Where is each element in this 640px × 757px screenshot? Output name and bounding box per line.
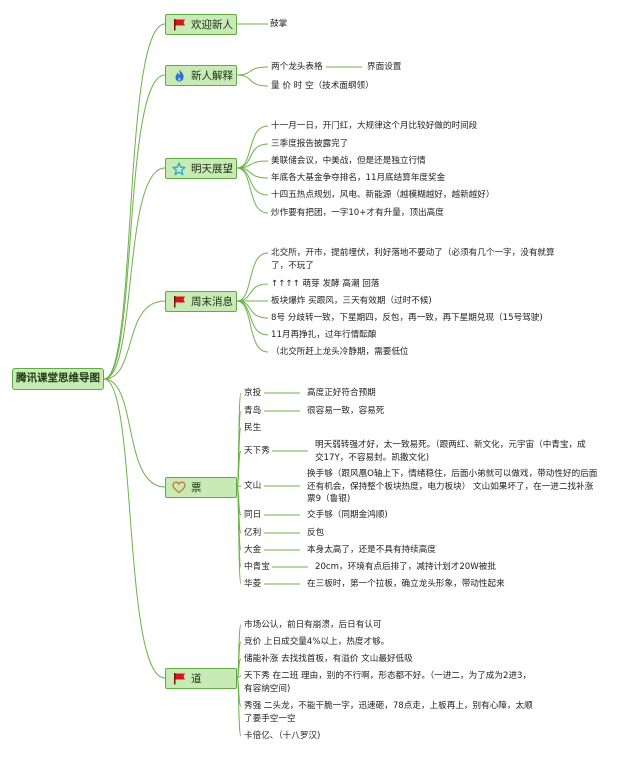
branch-leaf-connector bbox=[236, 125, 269, 169]
leaf-item[interactable]: 美联储会议，中美战，但是还是独立行情 bbox=[271, 156, 426, 166]
star-icon bbox=[172, 161, 186, 176]
red-flag-icon bbox=[172, 18, 186, 32]
root-branch-connector bbox=[103, 378, 166, 679]
leaf-item[interactable]: 天下秀 在二班 理由，别的不行啊，形态都不好。（一进二，为了成为2进3，有容纳空… bbox=[244, 671, 532, 694]
branch-leaf-connector bbox=[236, 74, 269, 87]
leaf-item[interactable]: 市场公认，前日有崩溃，后日有认可 bbox=[244, 620, 382, 630]
branch-stocks[interactable]: 票 bbox=[165, 477, 237, 498]
stock-name[interactable]: 青岛 bbox=[244, 406, 262, 416]
leaf-item[interactable]: 竞价 上日成交量4%以上，热度才够。 bbox=[244, 637, 390, 647]
root-branch-connector bbox=[103, 167, 166, 380]
branch-label: 道 bbox=[191, 673, 202, 685]
leaf-subitem[interactable]: 界面设置 bbox=[367, 62, 402, 72]
stock-note[interactable]: 明天弱转强才好，太一致易死。（跟两红、新文化，元宇宙（中青宝，成交17Y，不容易… bbox=[315, 440, 586, 463]
branch-label: 周末消息 bbox=[191, 296, 233, 308]
red-flag-icon bbox=[172, 672, 186, 686]
root-branch-connector bbox=[103, 300, 166, 380]
branch-weekend-news[interactable]: 周末消息 bbox=[165, 291, 237, 312]
leaf-item[interactable]: 北交所，开市，提前埋伏，利好落地不要动了（必须有几个一字，没有就算了，不玩了 bbox=[271, 248, 555, 271]
branch-leaf-connector bbox=[236, 300, 269, 319]
leaf-item[interactable]: 三季度报告披露完了 bbox=[271, 139, 349, 149]
root-node[interactable]: 腾讯课堂思维导图 bbox=[12, 368, 104, 390]
root-branch-connector bbox=[103, 74, 166, 380]
branch-leaf-connector bbox=[236, 300, 269, 353]
root-branch-connector bbox=[103, 23, 166, 380]
leaf-item[interactable]: 板块爆炸 买跟风，三天有效期（过时不候) bbox=[271, 296, 432, 306]
leaf-item[interactable]: ↑↑↑↑ 萌芽 发酵 高潮 回落 bbox=[271, 279, 380, 289]
leaf-item[interactable]: 两个龙头表格 bbox=[271, 62, 323, 72]
stock-name[interactable]: 大金 bbox=[244, 545, 262, 555]
branch-leaf-connector bbox=[236, 677, 242, 737]
leaf-item[interactable]: 十一月一日，开门红，大规律这个月比较好做的时间段 bbox=[271, 121, 478, 131]
stock-note[interactable]: 反包 bbox=[307, 528, 325, 538]
branch-leaf-connector bbox=[236, 450, 242, 488]
stock-name[interactable]: 文山 bbox=[244, 481, 262, 491]
branch-dao[interactable]: 道 bbox=[165, 668, 237, 689]
stock-note[interactable]: 在三板时，第一个拉板，确立龙头形象，带动性起来 bbox=[307, 579, 505, 589]
stock-note[interactable]: 20cm，环境有点后排了，减持计划才20W被批 bbox=[315, 562, 496, 572]
stock-note[interactable]: 很容易一致，容易死 bbox=[307, 406, 385, 416]
stock-name[interactable]: 华菱 bbox=[244, 579, 262, 589]
leaf-item[interactable]: 鼓掌 bbox=[270, 19, 288, 29]
red-flag-icon bbox=[172, 295, 186, 309]
branch-tomorrow-outlook[interactable]: 明天展望 bbox=[165, 158, 237, 179]
leaf-item[interactable]: 秀强 二头龙，不能干脆一字，迅速砸，78点走，上板再上，别有心障，太顺了要手空一… bbox=[244, 701, 533, 724]
stock-note[interactable]: 换手够（跟风凰O轴上下，情绪稳住，后面小弟就可以做戏，带动性好的后面还有机会，保… bbox=[307, 469, 598, 504]
branch-leaf-connector bbox=[236, 167, 269, 196]
branch-welcome[interactable]: 欢迎新人 bbox=[165, 14, 237, 35]
branch-label: 新人解释 bbox=[191, 70, 233, 82]
branch-leaf-connector bbox=[236, 143, 269, 169]
stock-name[interactable]: 京投 bbox=[244, 388, 262, 398]
branch-label: 票 bbox=[191, 482, 202, 494]
branch-leaf-connector bbox=[236, 252, 269, 302]
branch-label: 明天展望 bbox=[191, 163, 233, 175]
leaf-item[interactable]: 量 价 时 空（技术面纲领） bbox=[271, 81, 374, 91]
branch-leaf-connector bbox=[236, 167, 269, 214]
root-branch-connector bbox=[103, 378, 166, 488]
leaf-item[interactable]: 卡倍亿、（十八罗汉) bbox=[244, 731, 321, 741]
leaf-item[interactable]: 储能补涨 去找找首板，有溢价 文山最好低吸 bbox=[244, 654, 413, 664]
leaf-item[interactable]: 8号 分歧转一致，下星期四，反包，再一致，再下星期兑现（15号驾驶) bbox=[271, 313, 543, 323]
stock-note[interactable]: 本身太高了，还是不具有持续高度 bbox=[307, 545, 436, 555]
stock-note[interactable]: 高度正好符合预期 bbox=[307, 388, 376, 398]
branch-leaf-connector bbox=[236, 486, 242, 585]
branch-label: 欢迎新人 bbox=[191, 19, 233, 31]
leaf-item[interactable]: 炒作要有把团，一字10+才有升量，顶出高度 bbox=[271, 208, 444, 218]
leaf-item[interactable]: （北交所赶上龙头冷静期，需要低位 bbox=[271, 347, 409, 357]
stock-note[interactable]: 交手够（同期金鸿顺) bbox=[307, 510, 388, 520]
stock-name[interactable]: 同日 bbox=[244, 510, 262, 520]
flame-icon bbox=[172, 69, 186, 83]
stock-name[interactable]: 亿利 bbox=[244, 528, 262, 538]
branch-newcomer-explain[interactable]: 新人解释 bbox=[165, 65, 237, 86]
leaf-item[interactable]: 十四五热点规划，风电、新能源（越模糊越好，越新越好） bbox=[271, 190, 495, 200]
branch-leaf-connector bbox=[236, 283, 269, 302]
heart-icon bbox=[172, 481, 186, 495]
branch-leaf-connector bbox=[236, 66, 269, 76]
stock-name[interactable]: 天下秀 bbox=[244, 446, 270, 456]
leaf-item[interactable]: 年底各大基金争夺排名，11月底结算年度奖金 bbox=[271, 173, 446, 183]
leaf-item[interactable]: 11月再挣扎，过年行情酝酿 bbox=[271, 330, 377, 340]
stock-name[interactable]: 中青宝 bbox=[244, 562, 270, 572]
stock-name[interactable]: 民生 bbox=[244, 423, 262, 433]
